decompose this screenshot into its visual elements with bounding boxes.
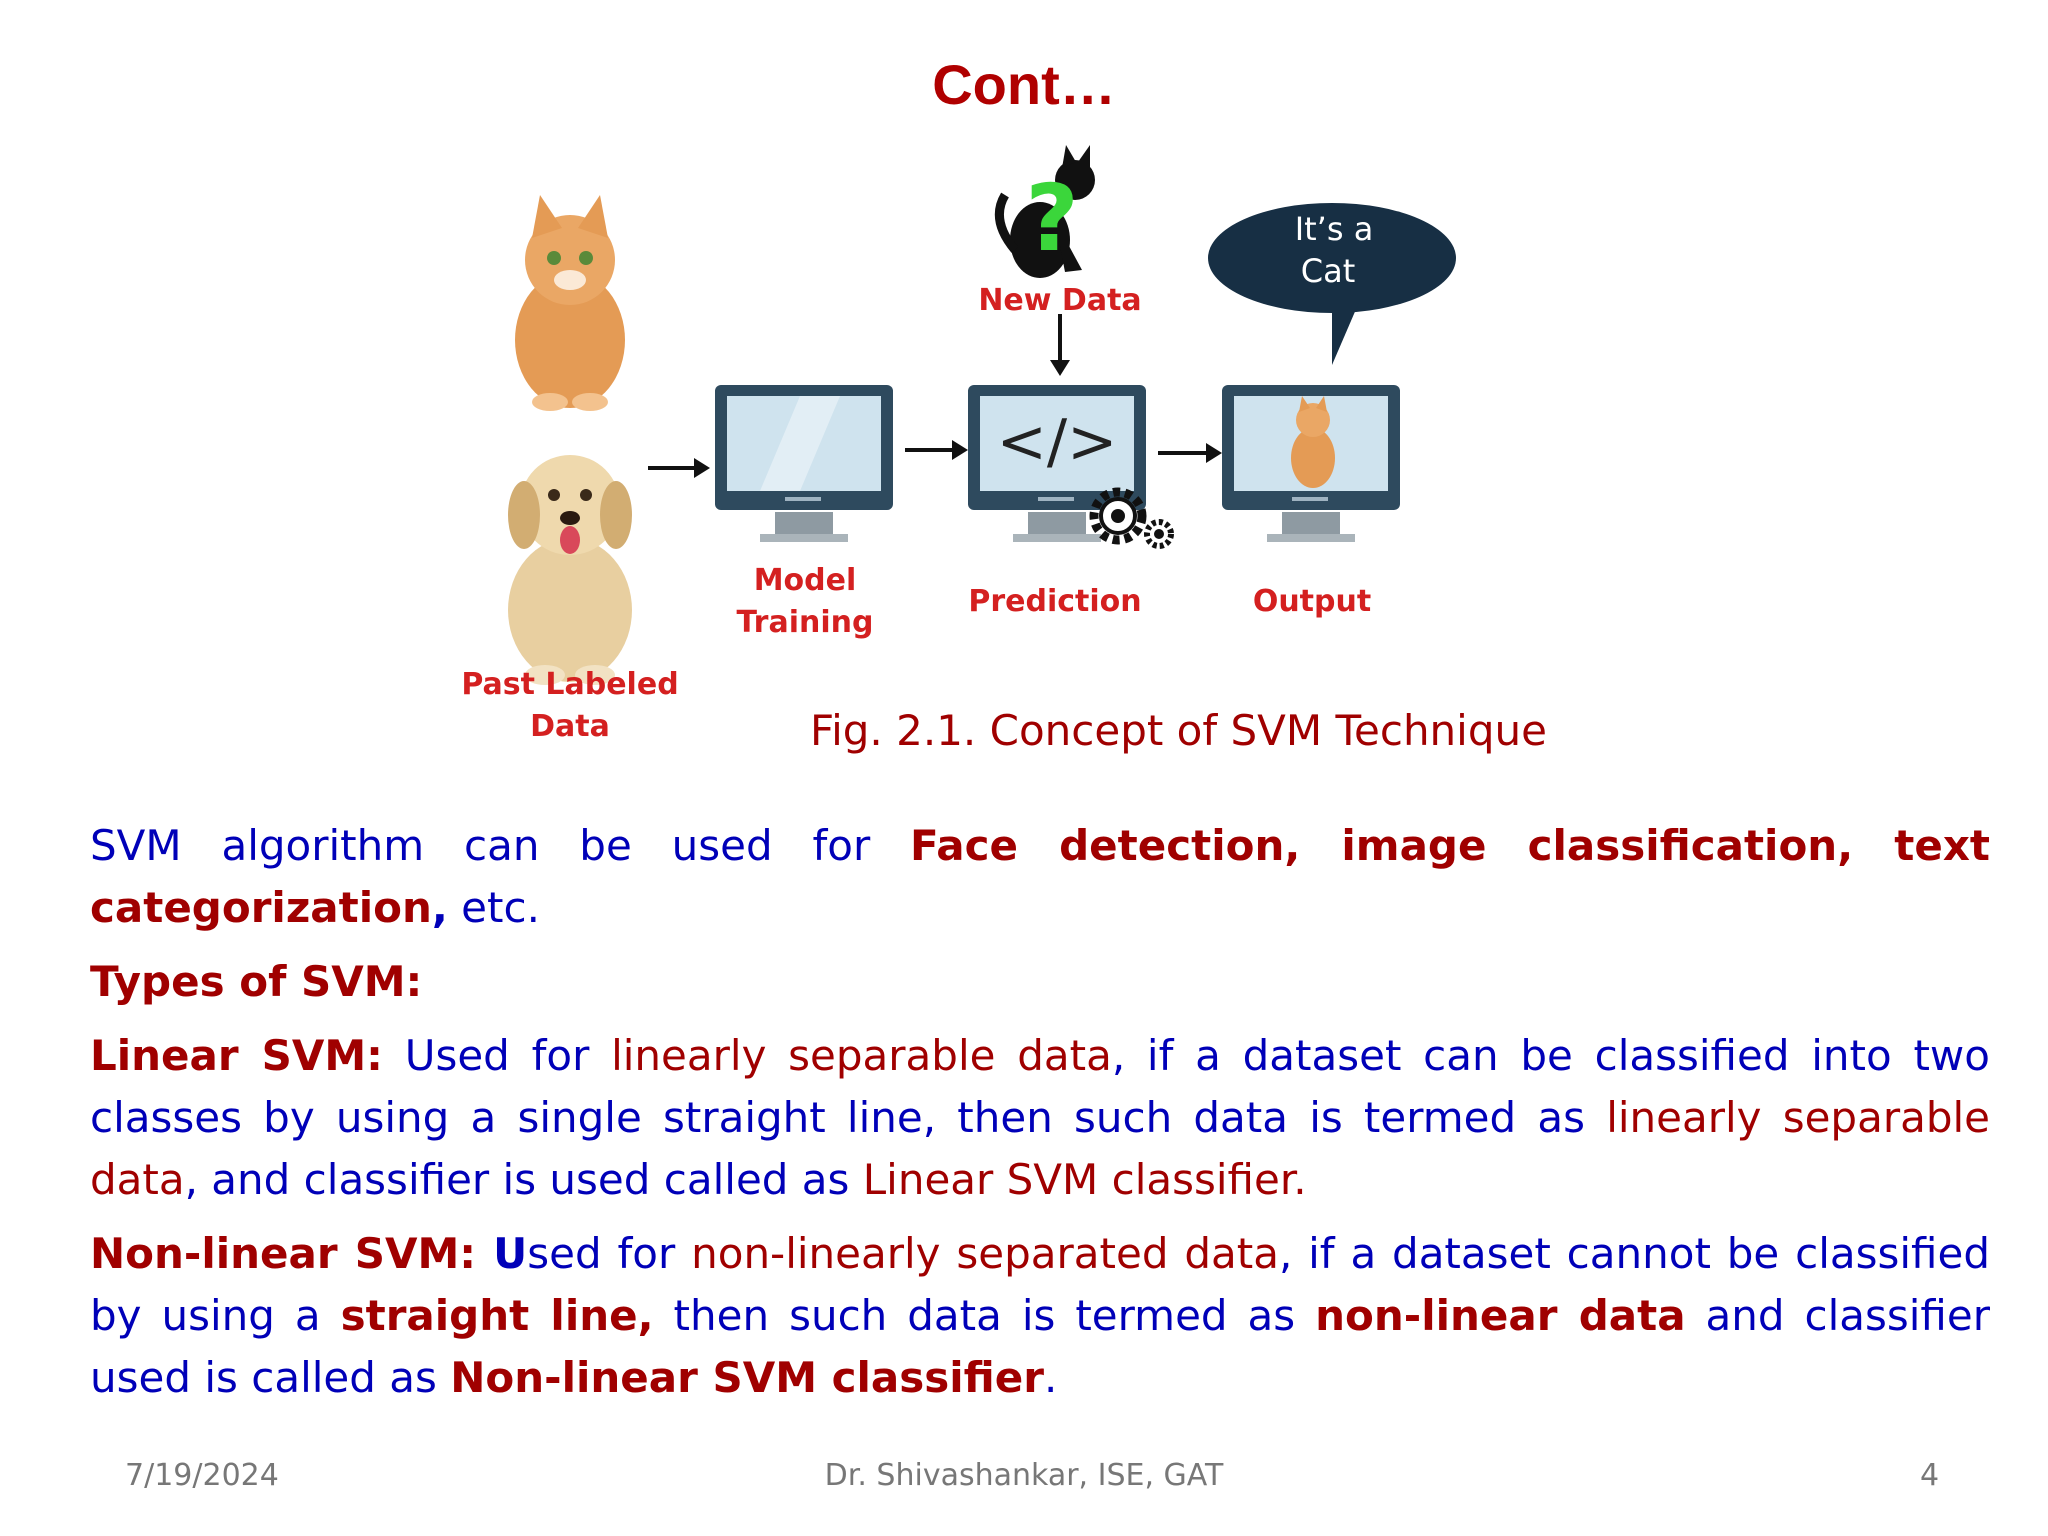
footer-date: 7/19/2024 — [125, 1458, 279, 1493]
p3-text-9: and classifier used is called as — [90, 1291, 1990, 1402]
footer-author: Dr. Shivashankar, ISE, GAT — [824, 1458, 1224, 1493]
p2-text-8: . — [1293, 1155, 1307, 1204]
figure-caption: Fig. 2.1. Concept of SVM Technique — [810, 706, 1547, 755]
gear-icon — [1089, 487, 1174, 549]
p1-etc: etc. — [447, 883, 540, 932]
p2-text-7: Linear SVM classifier — [862, 1155, 1294, 1204]
question-mark-icon: ? — [1025, 165, 1078, 272]
model-training-monitor — [715, 385, 893, 542]
p2-text-4: , if a dataset can be classified into tw… — [90, 1031, 1990, 1142]
new-data-cat-image: ? — [994, 145, 1095, 278]
paragraph-applications: SVM algorithm can be used for Face detec… — [90, 815, 1990, 939]
types-heading: Types of SVM: — [90, 957, 423, 1006]
code-symbol: </> — [997, 407, 1118, 477]
p2-linear-svm-term: Linear SVM: — [90, 1031, 383, 1080]
slide-body: SVM algorithm can be used for Face detec… — [90, 815, 1990, 1421]
model-label-line2: Training — [736, 605, 874, 640]
p3-text-10: Non-linear SVM classifier — [450, 1353, 1044, 1402]
speech-bubble: It’s a Cat — [1208, 203, 1456, 365]
p2-text-6: , and classifier is used called as — [184, 1155, 863, 1204]
flow-arrows — [648, 314, 1222, 478]
p3-text-3: sed for — [527, 1229, 692, 1278]
p3-text-5: , if a dataset cannot be classified by u… — [90, 1229, 1990, 1340]
p2-text-5: linearly separable data — [90, 1093, 1990, 1204]
puppy-image — [508, 455, 632, 685]
p3-text-7: then such data is termed as — [653, 1291, 1316, 1340]
p1-comma: , — [431, 883, 448, 932]
new-data-label: New Data — [978, 283, 1142, 318]
p3-text-8: non-linear data — [1315, 1291, 1686, 1340]
bubble-text-line1: It’s a — [1295, 210, 1374, 248]
paragraph-nonlinear-svm: Non-linear SVM: Used for non-linearly se… — [90, 1223, 1990, 1409]
past-label-line1: Past Labeled — [461, 667, 679, 702]
p3-text-6: straight line, — [340, 1291, 654, 1340]
output-label: Output — [1252, 584, 1372, 619]
past-labeled-data-label: Past Labeled Data — [460, 664, 680, 748]
kitten-image — [515, 195, 625, 411]
past-label-line2: Data — [530, 709, 610, 744]
model-label-line1: Model — [753, 563, 857, 598]
slide-title: Cont… — [932, 53, 1116, 116]
prediction-monitor: </> — [968, 385, 1146, 542]
output-monitor — [1222, 385, 1400, 542]
model-training-label: Model Training — [715, 560, 895, 644]
figure-drawing: </> ? — [508, 145, 1456, 685]
paragraph-linear-svm: Linear SVM: Used for linearly separable … — [90, 1025, 1990, 1211]
bubble-text-line2: Cat — [1301, 252, 1356, 290]
p3-text-4: non-linearly separated data — [691, 1229, 1279, 1278]
prediction-label: Prediction — [968, 584, 1142, 619]
p2-text-2: Used for — [382, 1031, 612, 1080]
p3-text-11: . — [1043, 1353, 1058, 1402]
p1-applications: Face detection, image classification, te… — [90, 821, 1990, 932]
p2-text-3: linearly separable data — [611, 1031, 1112, 1080]
p3-nonlinear-svm-term: Non-linear SVM: — [90, 1229, 494, 1278]
p1-text-1: SVM algorithm can be used for — [90, 821, 911, 870]
footer-page-number: 4 — [1920, 1458, 1940, 1493]
svm-concept-figure: </> ? — [461, 140, 1490, 770]
p3-text-2: U — [493, 1229, 528, 1278]
